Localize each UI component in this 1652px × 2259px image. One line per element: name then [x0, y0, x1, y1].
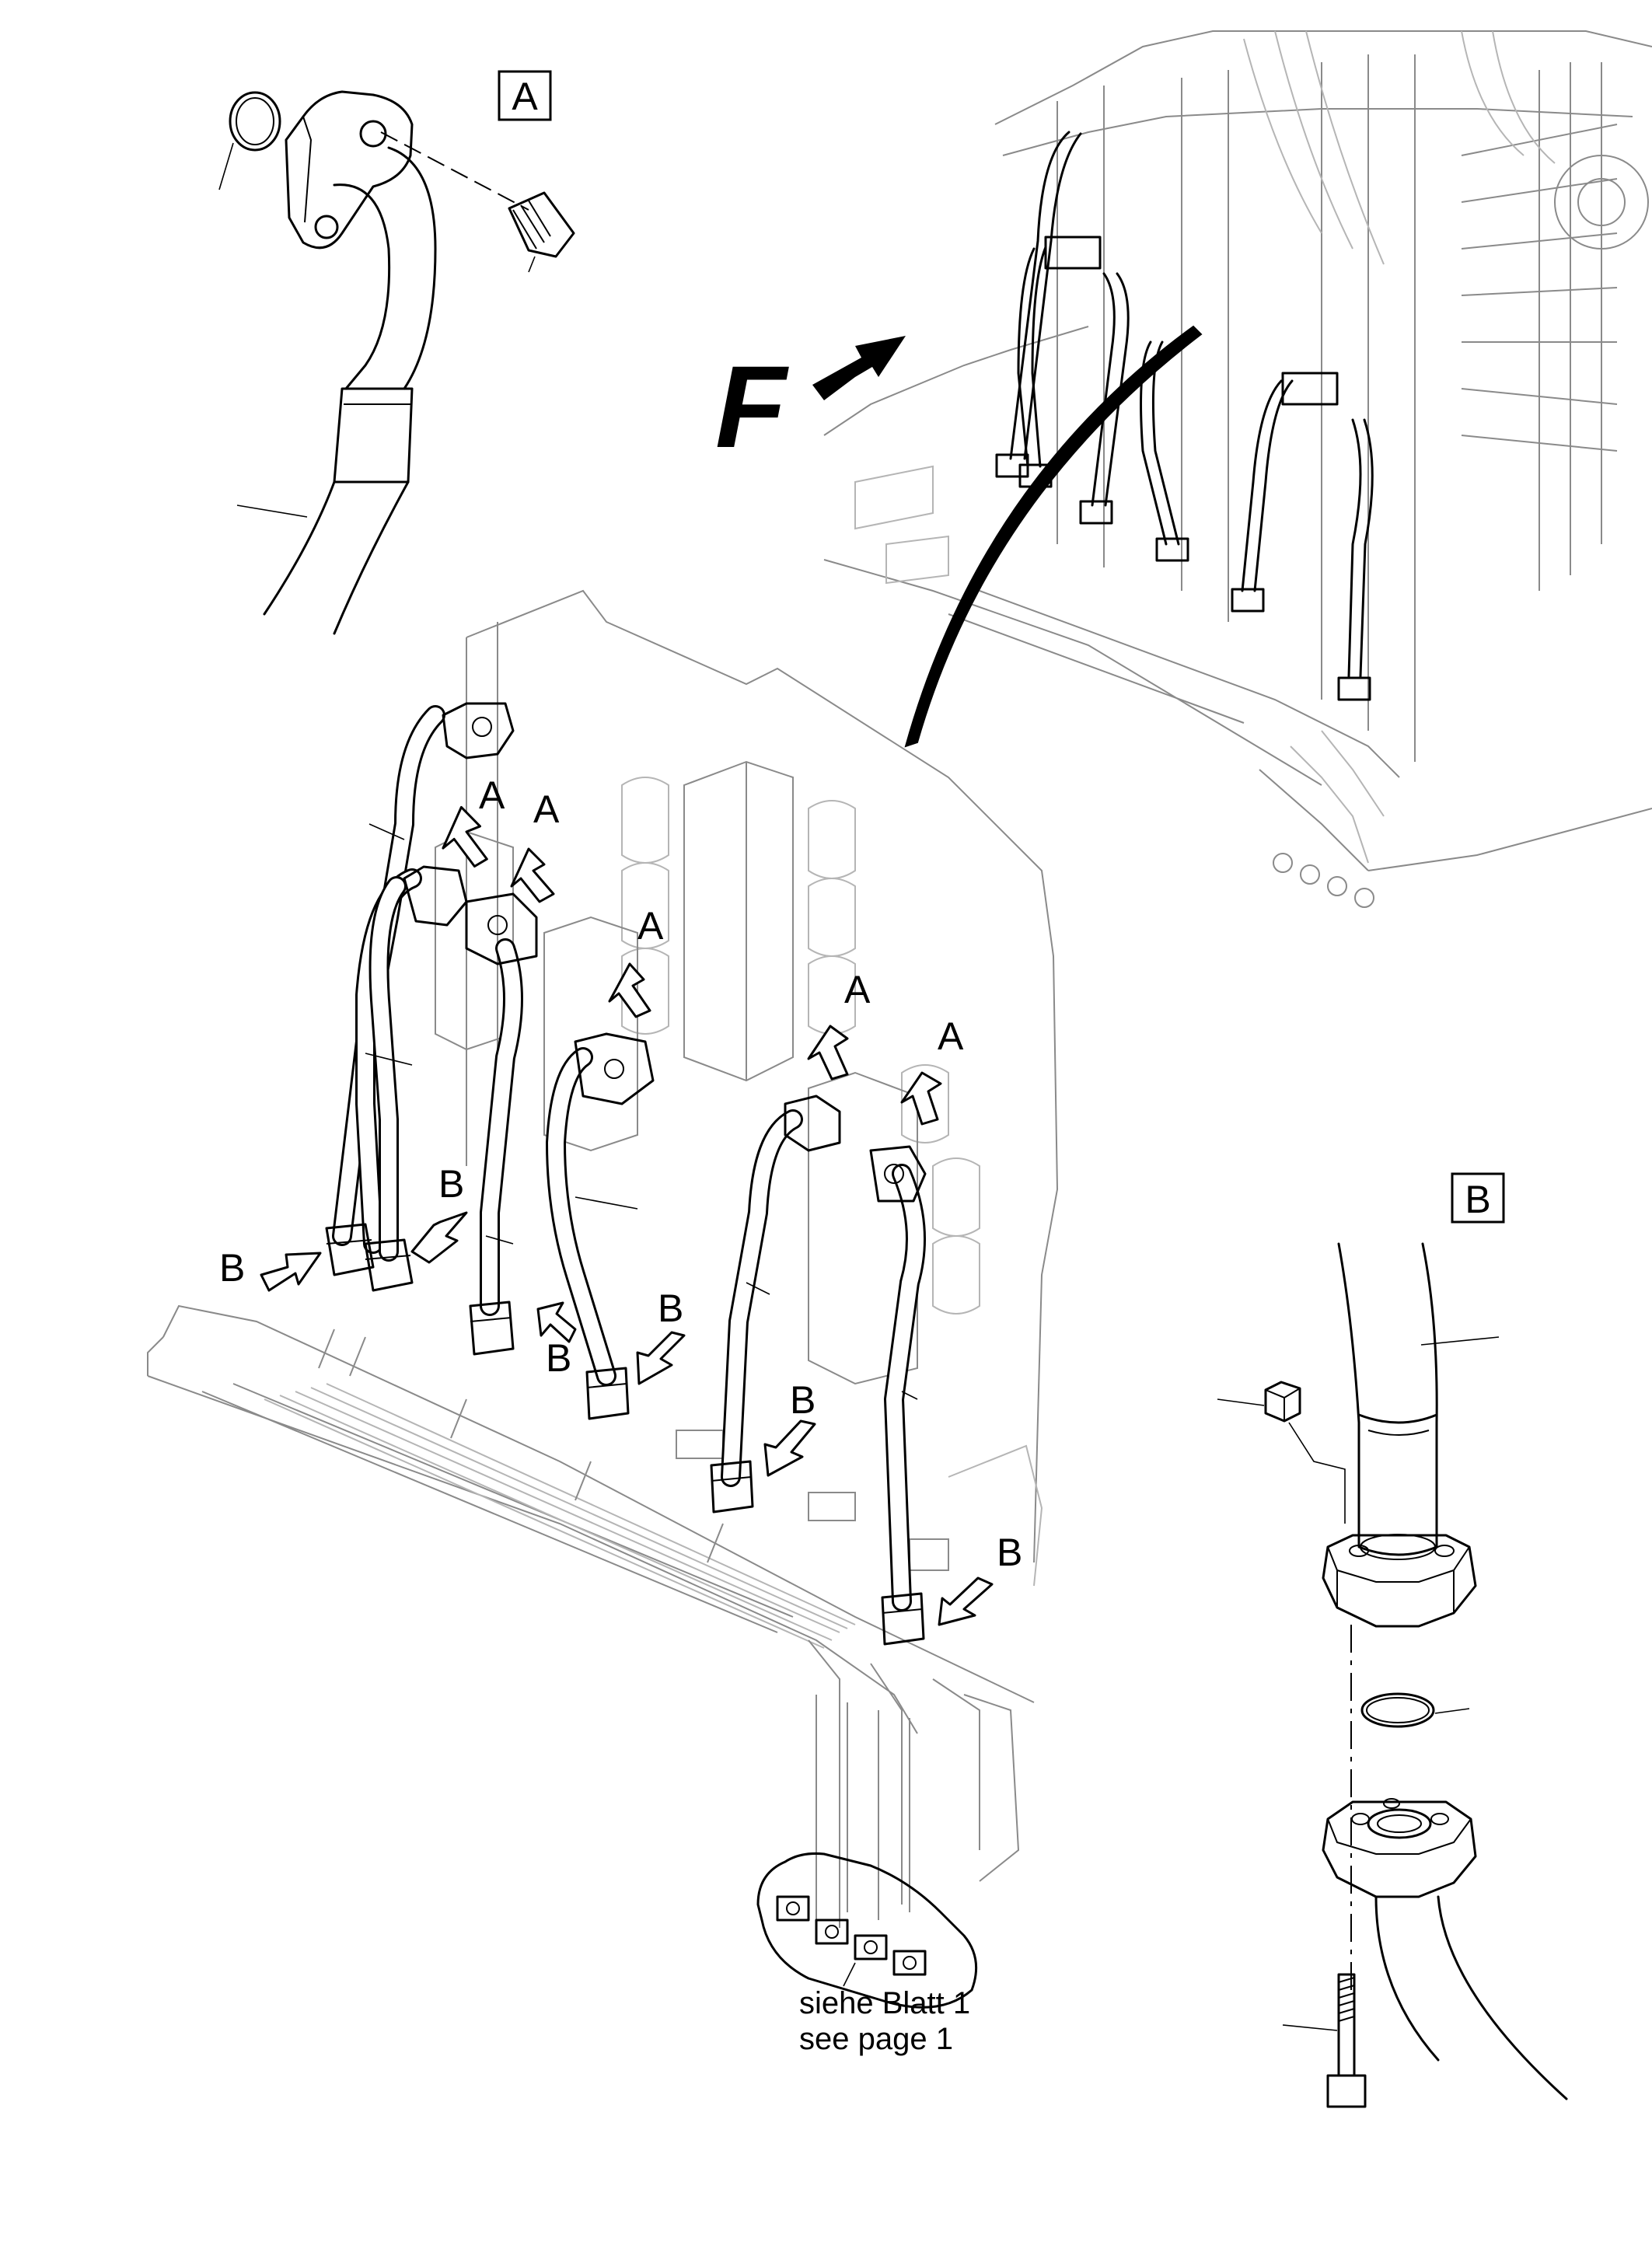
callout-b-5: B	[790, 1378, 816, 1422]
leader-screw	[1282, 2024, 1338, 2031]
callout-a-3: A	[637, 904, 664, 948]
main-assembly	[147, 589, 1059, 2009]
leader-hose-a	[236, 505, 308, 518]
leader-hose-3	[485, 1235, 514, 1245]
leader-hose-b	[1420, 1336, 1500, 1346]
view-direction-arrow	[812, 336, 906, 400]
callout-b-5-arrow	[763, 1419, 816, 1477]
hoses	[332, 705, 926, 1611]
upper-fittings	[403, 702, 927, 1203]
callouts-a: A A A A A	[442, 773, 964, 1126]
callout-a-4: A	[844, 968, 871, 1011]
detail-a-box	[498, 70, 552, 121]
leader-hose-2	[365, 1053, 413, 1066]
leader-reference	[843, 1962, 856, 1987]
leader-nut	[1217, 1398, 1265, 1406]
callout-b-2-arrow	[410, 1211, 468, 1264]
leader-nut-path	[1288, 1422, 1346, 1524]
flange-upper	[1322, 1534, 1477, 1628]
callout-a-1-arrow	[442, 805, 488, 868]
reference-note-line1: siehe Blatt 1	[799, 1986, 970, 2020]
hex-nut	[1264, 1381, 1301, 1423]
callout-a-4-arrow	[807, 1025, 849, 1081]
callout-b-4: B	[546, 1336, 571, 1380]
view-direction-letter: F	[715, 341, 789, 472]
callout-b-2: B	[438, 1162, 464, 1206]
leader-o-ring-b	[1434, 1708, 1470, 1714]
callout-b-1-arrow	[260, 1252, 322, 1292]
callouts-b: B B B B B B	[219, 1162, 1022, 1626]
callout-a-5: A	[938, 1014, 964, 1058]
callout-b-3-arrow	[536, 1301, 577, 1343]
callout-b-3: B	[658, 1287, 683, 1330]
detail-b: B	[1217, 1172, 1568, 2108]
detail-b-label: B	[1465, 1178, 1490, 1221]
lower-fittings	[325, 1223, 925, 1646]
flange-bolt	[380, 131, 575, 258]
leader-hose-5	[746, 1282, 770, 1295]
leader-o-ring	[218, 142, 234, 190]
reference-cluster	[756, 1852, 978, 2009]
callout-b-6: B	[997, 1531, 1022, 1574]
view-direction-f: F	[715, 336, 906, 472]
hose-upper	[1337, 1242, 1438, 1556]
leader-hose-4	[575, 1196, 638, 1210]
leader-hose-6	[901, 1391, 918, 1400]
socket-head-screw	[1326, 1973, 1367, 2108]
callout-a-2: A	[533, 787, 560, 831]
callout-b-6-arrow	[938, 1576, 994, 1626]
o-ring	[229, 91, 281, 152]
pipe-lower-outer	[1437, 1895, 1568, 2100]
detail-a: A	[218, 70, 575, 635]
callout-b-1: B	[219, 1246, 245, 1290]
leader-bolt-a	[528, 256, 536, 273]
o-ring-b	[1360, 1692, 1435, 1728]
callout-b-4-arrow	[636, 1331, 686, 1385]
callout-a-5-arrow	[900, 1071, 942, 1126]
machine-overview	[823, 30, 1652, 908]
pipe-lower-inner	[1374, 1895, 1440, 2062]
callout-a-2-arrow	[510, 847, 555, 903]
flange-lower	[1322, 1798, 1477, 1898]
callout-a-3-arrow	[608, 962, 651, 1018]
overview-hoses	[995, 131, 1374, 701]
detail-b-box	[1451, 1172, 1505, 1224]
reference-note: siehe Blatt 1 see page 1	[799, 1962, 970, 2056]
leader-hose-1	[368, 823, 405, 840]
reference-note-line2: see page 1	[799, 2022, 953, 2056]
flange-half	[285, 90, 414, 250]
callout-a-1: A	[479, 773, 505, 817]
view-pointer-line	[904, 325, 1203, 748]
detail-a-label: A	[512, 75, 538, 118]
pipe-bend	[263, 146, 437, 635]
